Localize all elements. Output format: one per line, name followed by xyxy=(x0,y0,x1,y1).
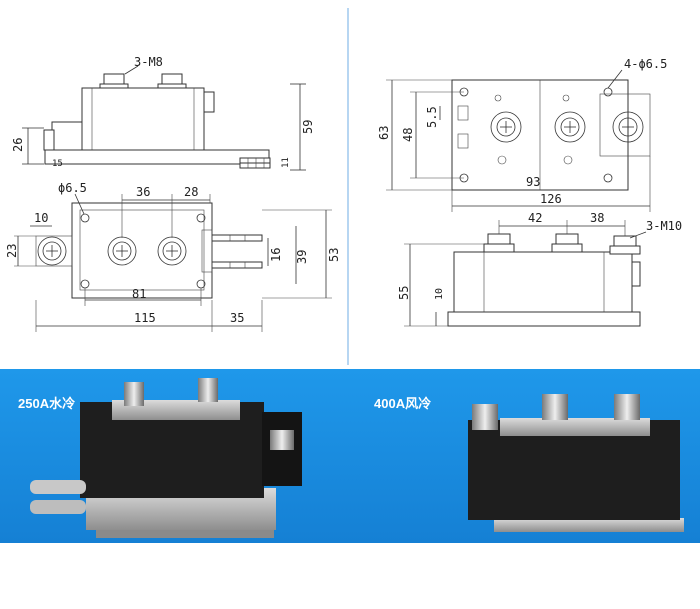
dim-10-r: 10 xyxy=(434,288,445,300)
dim-15: 15 xyxy=(52,159,63,169)
dim-93: 93 xyxy=(526,175,540,189)
dim-48: 48 xyxy=(401,128,415,142)
dim-115: 115 xyxy=(134,311,156,325)
hole-label-6-5: ϕ6.5 xyxy=(58,181,87,195)
dim-11: 11 xyxy=(281,157,291,168)
dim-81: 81 xyxy=(132,287,146,301)
dim-53: 53 xyxy=(327,248,341,262)
dim-39: 39 xyxy=(295,250,309,264)
dim-35: 35 xyxy=(230,311,244,325)
dim-10: 10 xyxy=(34,211,48,225)
dim-36: 36 xyxy=(136,185,150,199)
side-view-400a: 42 38 3-M10 55 10 xyxy=(397,211,682,327)
dim-5-5: 5.5 xyxy=(425,106,439,128)
hole-label-4x6-5: 4-ϕ6.5 xyxy=(624,57,667,71)
side-view-250a: 3-M8 59 26 15 11 xyxy=(11,55,315,171)
plan-view-250a: ϕ6.5 36 28 10 23 16 39 53 81 115 35 xyxy=(5,181,341,332)
dim-28: 28 xyxy=(184,185,198,199)
photo-400a-air-cooled: 400A风冷 xyxy=(374,394,684,532)
dim-23: 23 xyxy=(5,244,19,258)
dim-26: 26 xyxy=(11,138,25,152)
dim-63: 63 xyxy=(377,126,391,140)
dim-59: 59 xyxy=(301,120,315,134)
caption-250a: 250A水冷 xyxy=(18,396,75,411)
bolt-label-3m10: 3-M10 xyxy=(646,219,682,233)
dim-38: 38 xyxy=(590,211,604,225)
plan-view-400a: 4-ϕ6.5 63 48 5.5 93 126 xyxy=(377,57,667,212)
dim-42: 42 xyxy=(528,211,542,225)
dim-55: 55 xyxy=(397,286,411,300)
dim-16: 16 xyxy=(269,248,283,262)
dim-126: 126 xyxy=(540,192,562,206)
photo-250a-water-cooled: 250A水冷 xyxy=(18,378,302,538)
bolt-label-3m8: 3-M8 xyxy=(134,55,163,69)
caption-400a: 400A风冷 xyxy=(374,396,431,411)
